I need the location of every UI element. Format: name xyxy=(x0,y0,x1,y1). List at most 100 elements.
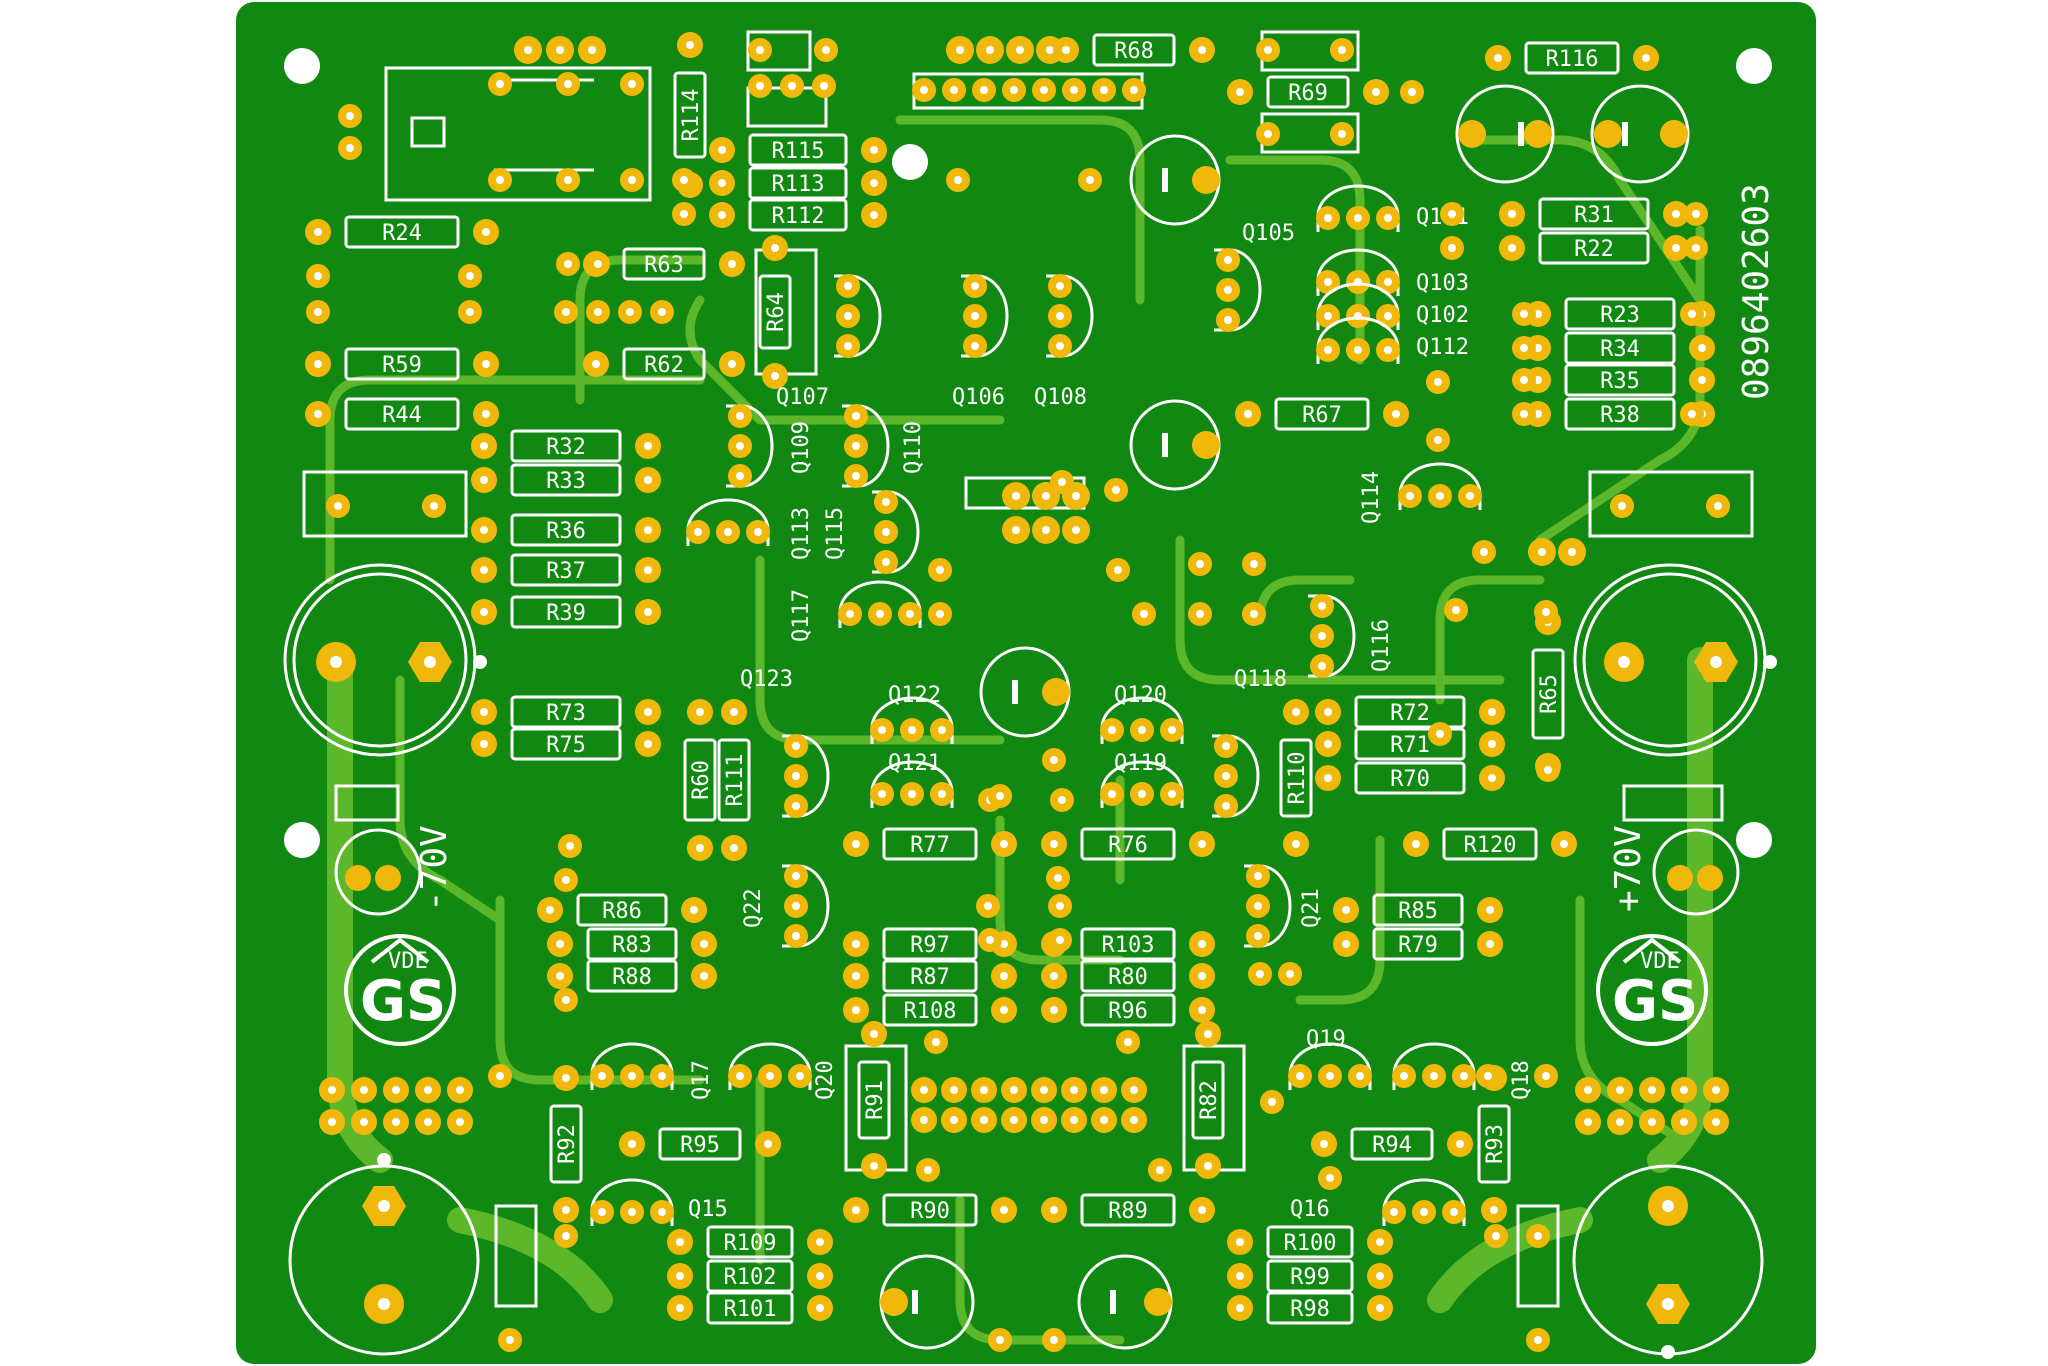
pad-hole xyxy=(1492,1232,1500,1240)
resistor-r33: R33 xyxy=(471,463,661,497)
pad-hole xyxy=(852,442,860,450)
resistor-r85: R85 xyxy=(1333,893,1503,927)
polarity-mark xyxy=(1162,168,1168,192)
pad-hole xyxy=(1354,214,1362,222)
pad-hole xyxy=(1324,214,1332,222)
pad-hole xyxy=(718,211,726,219)
transistor-outline xyxy=(870,696,954,744)
pad-hole xyxy=(562,1074,570,1082)
resistor-label: R76 xyxy=(1108,833,1148,858)
transistor-outline xyxy=(1288,1042,1372,1090)
pad-hole xyxy=(1198,1206,1206,1214)
resistor-r44: R44 xyxy=(305,397,499,431)
pad-hole xyxy=(1010,1086,1018,1094)
resistor-label: R113 xyxy=(772,172,825,197)
resistor-label: R69 xyxy=(1288,81,1328,106)
pad-hole xyxy=(920,1116,928,1124)
pad xyxy=(1144,1288,1172,1316)
pad-hole xyxy=(1430,1072,1438,1080)
pad-hole xyxy=(1198,1006,1206,1014)
pad-hole xyxy=(1648,1118,1656,1126)
resistor-body xyxy=(1266,1259,1354,1293)
resistor-r68: R68 xyxy=(1053,33,1215,67)
resistor-r32: R32 xyxy=(471,429,661,463)
polarity-mark xyxy=(1012,680,1018,704)
pad-hole xyxy=(1376,1238,1384,1246)
pad-hole xyxy=(1484,1072,1492,1080)
pad-hole xyxy=(1324,774,1332,782)
pad-hole xyxy=(1072,492,1080,500)
pad-hole xyxy=(844,282,852,290)
resistor-r95: R95 xyxy=(619,1127,781,1161)
pad-hole xyxy=(1520,310,1528,318)
resistor-body xyxy=(510,727,622,761)
pad-hole xyxy=(766,1072,774,1080)
resistor-body xyxy=(622,347,706,381)
mounting-hole xyxy=(1736,48,1772,84)
relay-coil xyxy=(410,116,446,148)
pad-hole xyxy=(736,412,744,420)
resistor-label: R67 xyxy=(1302,403,1342,428)
pin-headers xyxy=(319,36,1729,1135)
pad-hole xyxy=(792,802,800,810)
resistor-r103: R103 xyxy=(1041,927,1215,961)
pad-hole xyxy=(1450,1208,1458,1216)
resistor-body xyxy=(1564,363,1676,397)
pad-hole xyxy=(430,502,438,510)
resistor-body xyxy=(748,198,848,232)
pad-hole xyxy=(844,342,852,350)
resistor-body xyxy=(1354,761,1466,795)
pad-hole xyxy=(378,1200,390,1212)
pad-hole xyxy=(1114,566,1122,574)
transistor-q20: Q20 xyxy=(728,1042,838,1100)
resistor-body xyxy=(549,1104,583,1184)
voltage-negative-label: -70V xyxy=(414,825,455,912)
transistor-q15: Q15 xyxy=(590,1178,728,1226)
pad-hole xyxy=(1508,244,1516,252)
resistor-body xyxy=(586,927,678,961)
pad-hole xyxy=(1534,1336,1542,1344)
pad-hole xyxy=(1264,130,1272,138)
pad-hole xyxy=(980,1086,988,1094)
pad-hole xyxy=(562,1232,570,1240)
pad xyxy=(1192,431,1220,459)
terminal-outline xyxy=(1516,1204,1560,1308)
pad-hole xyxy=(1318,632,1326,640)
resistor-label: R98 xyxy=(1290,1297,1330,1322)
pad-hole xyxy=(1486,940,1494,948)
pad-hole xyxy=(566,842,574,850)
pad-hole xyxy=(644,476,652,484)
transistor-label: Q113 xyxy=(789,507,814,560)
pad-hole xyxy=(718,146,726,154)
pad-hole xyxy=(984,902,992,910)
pad-hole xyxy=(1390,1208,1398,1216)
pad-hole xyxy=(392,1086,400,1094)
pad-hole xyxy=(1000,940,1008,948)
resistor-label: R38 xyxy=(1600,403,1640,428)
pad-hole xyxy=(1714,502,1722,510)
transistor-label: Q21 xyxy=(1299,888,1324,928)
pad-hole xyxy=(736,442,744,450)
resistor-label: R80 xyxy=(1108,965,1148,990)
transistor-outline xyxy=(1316,248,1400,296)
pad-hole xyxy=(1520,410,1528,418)
pad-hole xyxy=(1672,244,1680,252)
pad-hole xyxy=(480,608,488,616)
pad-hole xyxy=(956,46,964,54)
resistor-r77: R77 xyxy=(843,827,1017,861)
pad-hole xyxy=(1010,1116,1018,1124)
resistor-label: R89 xyxy=(1108,1199,1148,1224)
resistor-body xyxy=(1442,827,1538,861)
pad-hole xyxy=(686,41,694,49)
pad-hole xyxy=(1324,708,1332,716)
pad-hole xyxy=(1488,774,1496,782)
resistor-label: R75 xyxy=(546,733,586,758)
pad-hole xyxy=(996,1336,1004,1344)
pad-hole xyxy=(920,1086,928,1094)
pad-hole xyxy=(1400,1072,1408,1080)
resistor-r37: R37 xyxy=(471,553,661,587)
resistor-r70: R70 xyxy=(1315,761,1505,795)
pad-hole xyxy=(878,726,886,734)
resistor-label: R82 xyxy=(1197,1080,1222,1120)
pad-hole xyxy=(628,1208,636,1216)
